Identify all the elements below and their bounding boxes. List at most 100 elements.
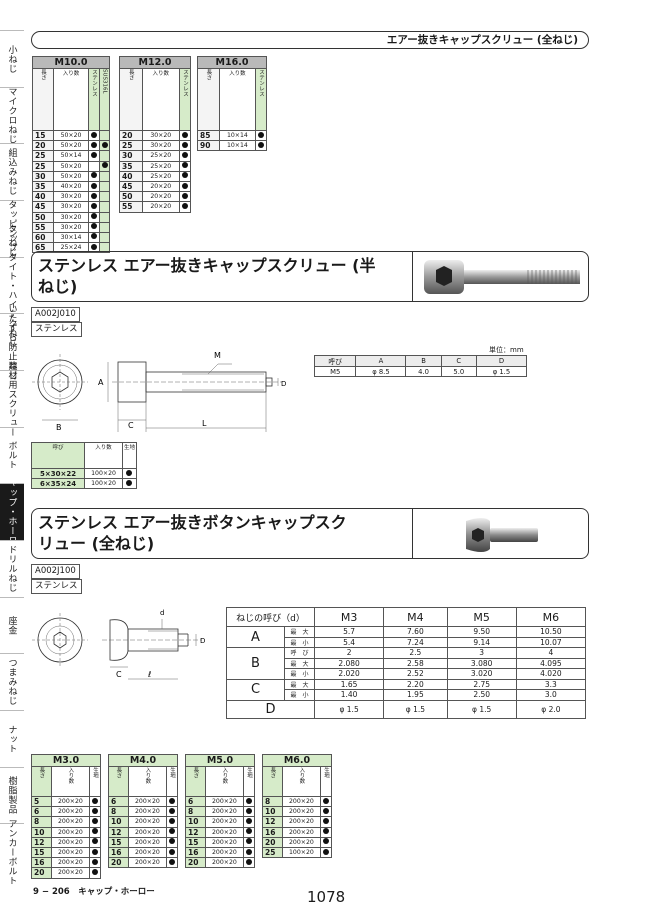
- stock-dot: [169, 807, 175, 814]
- stock-dot: [91, 213, 97, 220]
- side-tab[interactable]: 樹脂製品: [0, 766, 24, 824]
- drawing-label-a: A: [98, 378, 104, 387]
- page-number: 1078: [307, 888, 346, 906]
- drawing-label-b: B: [56, 423, 62, 432]
- stock-dot: [126, 479, 133, 486]
- stock-dot: [182, 172, 188, 179]
- stock-dot: [126, 469, 133, 476]
- drawing2-label-big-d: D: [200, 637, 205, 645]
- side-tab-label: つまみねじ: [6, 658, 17, 706]
- product1-photo: [424, 260, 580, 294]
- side-tab-label: いたずら防止ねじ: [6, 304, 17, 381]
- stock-dot: [91, 131, 97, 138]
- unit-note: 単位：mm: [489, 346, 524, 354]
- product1-drawing: M A B C L D: [32, 351, 286, 432]
- stock-dot: [182, 202, 188, 209]
- stock-dot: [92, 838, 98, 845]
- stock-dot: [246, 858, 252, 865]
- side-tab[interactable]: 建材用スクリュー: [0, 361, 24, 437]
- side-tab[interactable]: 組込みねじ: [0, 143, 24, 200]
- side-tab[interactable]: 座金: [0, 596, 24, 654]
- side-tab[interactable]: ナット: [0, 710, 24, 767]
- page-title: エアー抜きキャップスクリュー (全ねじ): [31, 31, 589, 49]
- stock-dot: [169, 838, 175, 845]
- product2-title: ステンレス エアー抜きボタンキャップスクリュー (全ねじ): [38, 513, 347, 553]
- side-tab-label: タッピンねじ: [6, 200, 17, 258]
- side-tab[interactable]: つまみねじ: [0, 653, 24, 710]
- drawing2-label-d: d: [160, 609, 164, 617]
- stock-dot: [169, 848, 175, 855]
- stock-dot: [258, 141, 264, 148]
- side-tab[interactable]: ボルト: [0, 426, 24, 484]
- side-tab[interactable]: 小ねじ: [0, 30, 24, 87]
- side-index: 小ねじマイクロねじ組込みねじタッピンねじタップタイト・ハイテクねじいたずら防止ね…: [0, 30, 24, 885]
- stock-dot: [323, 797, 329, 804]
- drawing-label-l: L: [202, 419, 207, 428]
- stock-dot: [91, 233, 97, 240]
- stock-dot: [169, 797, 175, 804]
- side-tab-label: 座金: [6, 615, 17, 635]
- product1-heading: ステンレス エアー抜きキャップスクリュー (半ねじ): [31, 251, 589, 302]
- stock-dot: [91, 192, 97, 199]
- product1-code: A002J010: [31, 307, 80, 322]
- stock-dot: [323, 848, 329, 855]
- stock-dot: [92, 868, 98, 875]
- side-tab[interactable]: マイクロねじ: [0, 86, 24, 144]
- stock-dot: [323, 817, 329, 824]
- stock-dot: [182, 131, 188, 138]
- stock-dot: [169, 828, 175, 835]
- stock-dot: [323, 807, 329, 814]
- stock-dot: [101, 141, 108, 148]
- side-tab[interactable]: いたずら防止ねじ: [0, 304, 24, 380]
- side-tab[interactable]: タップタイト・ハイテクねじ: [0, 224, 24, 347]
- stock-dot: [92, 807, 98, 814]
- stock-dot: [246, 828, 252, 835]
- stock-dot: [91, 202, 97, 209]
- stock-dot: [182, 151, 188, 158]
- side-tab[interactable]: タッピンねじ: [0, 200, 24, 257]
- side-tab[interactable]: アンカーボルト: [0, 819, 24, 885]
- product2-drawing: d D C ℓ: [32, 609, 205, 680]
- side-tab-label: アンカーボルト: [6, 818, 17, 886]
- drawing2-label-l: ℓ: [147, 670, 151, 679]
- stock-dot: [258, 131, 264, 138]
- side-tab[interactable]: ドリルねじ: [0, 540, 24, 597]
- size-table-title: M10.0: [32, 56, 110, 69]
- side-tab[interactable]: キャップ・ホーロー: [0, 469, 24, 555]
- stock-dot: [246, 848, 252, 855]
